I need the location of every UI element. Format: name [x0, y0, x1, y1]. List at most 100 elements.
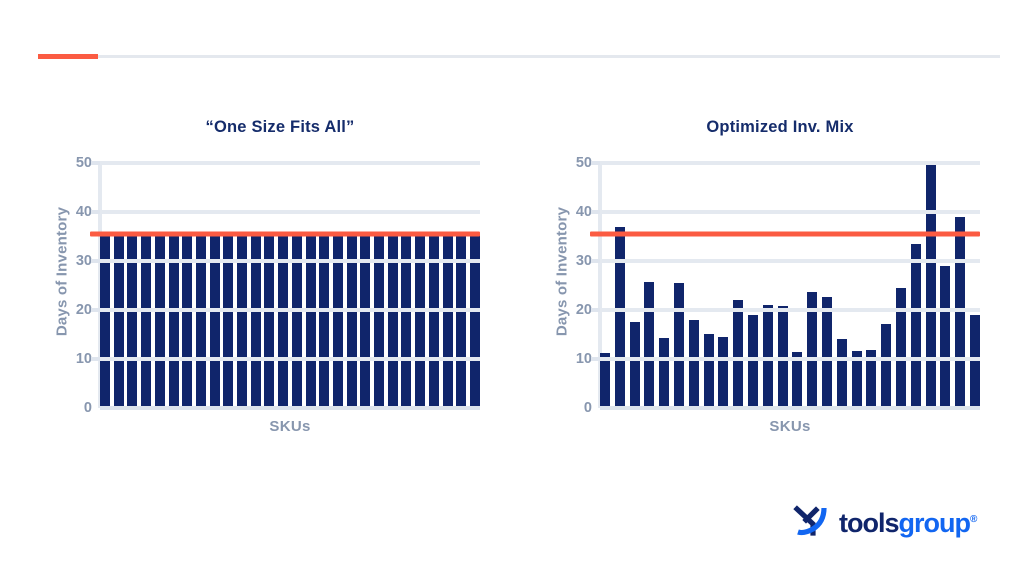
bar: [319, 234, 330, 408]
bar: [792, 351, 803, 408]
bar: [141, 234, 152, 408]
bar: [223, 234, 234, 408]
bar: [688, 319, 699, 408]
chart-optimized-inventory-mix: Optimized Inv. Mix Days of Inventory 0 10…: [530, 118, 1000, 458]
bar: [718, 337, 729, 408]
bar: [113, 234, 124, 408]
bar: [733, 300, 744, 408]
bar: [747, 314, 758, 408]
bar: [469, 234, 480, 408]
bar: [881, 323, 892, 408]
bar: [866, 349, 877, 408]
gridline: [600, 406, 980, 410]
bar: [428, 234, 439, 408]
header-accent-segment: [38, 54, 98, 59]
y-axis-tick-label: 20: [75, 302, 92, 318]
y-axis-tick-mark: [91, 259, 100, 263]
target-reference-line: [90, 231, 480, 237]
bar: [250, 234, 261, 408]
y-axis-tick-label: 30: [575, 253, 592, 269]
chart-title-right: Optimized Inv. Mix: [706, 118, 854, 136]
logo-word-group: group: [898, 508, 971, 538]
bar: [195, 234, 206, 408]
toolsgroup-wordmark: toolsgroup®: [839, 503, 977, 538]
y-axis-tick-mark: [591, 210, 600, 214]
gridline: [600, 308, 980, 312]
bar: [807, 291, 818, 408]
toolsgroup-logo: toolsgroup®: [793, 500, 993, 542]
y-axis-tick-mark: [91, 308, 100, 312]
y-axis-tick-label: 0: [83, 400, 92, 416]
bar: [374, 234, 385, 408]
bar: [401, 234, 412, 408]
bar: [182, 234, 193, 408]
logo-registered-mark: ®: [969, 514, 977, 525]
bar: [629, 322, 640, 408]
bar: [703, 333, 714, 408]
header-rule-line: [98, 55, 1000, 58]
bar: [659, 338, 670, 408]
bar: [969, 314, 980, 408]
gridline: [600, 161, 980, 165]
bars-left: [100, 163, 480, 408]
gridline: [600, 210, 980, 214]
bar: [614, 226, 625, 408]
y-axis-label-right: Days of Inventory: [553, 206, 571, 337]
y-axis-tick-mark: [91, 357, 100, 361]
gridline: [600, 357, 980, 361]
bar: [925, 163, 936, 408]
bar: [332, 234, 343, 408]
y-axis-tick-label: 20: [575, 302, 592, 318]
x-axis-label-right: SKUs: [769, 418, 811, 435]
bar: [821, 296, 832, 408]
bar: [442, 234, 453, 408]
y-axis-tick-mark: [91, 161, 100, 165]
bar: [895, 287, 906, 408]
logo-word-tools: tools: [839, 508, 899, 538]
plot-area-right: 0 10 20 30 40 50: [576, 155, 980, 416]
bar: [305, 234, 316, 408]
y-axis-tick-label: 10: [75, 351, 92, 367]
bar: [168, 234, 179, 408]
bar: [100, 234, 110, 408]
y-axis-tick-mark: [591, 357, 600, 361]
bar: [237, 234, 248, 408]
y-axis-tick-mark: [91, 210, 100, 214]
y-axis-tick-label: 0: [583, 400, 592, 416]
x-axis-label-left: SKUs: [269, 418, 311, 435]
bar: [851, 350, 862, 408]
y-axis-tick-label: 50: [75, 155, 92, 171]
bar: [278, 234, 289, 408]
bar: [264, 234, 275, 408]
bar: [346, 234, 357, 408]
bar: [673, 282, 684, 408]
bar: [955, 216, 966, 408]
gridline: [100, 308, 480, 312]
gridline: [100, 210, 480, 214]
bar: [127, 234, 138, 408]
bar: [600, 352, 610, 408]
bar: [762, 305, 773, 408]
bar: [387, 234, 398, 408]
bar: [291, 234, 302, 408]
gridline: [100, 406, 480, 410]
bar: [910, 243, 921, 408]
y-axis-tick-label: 10: [575, 351, 592, 367]
y-axis-tick-label: 50: [575, 155, 592, 171]
y-axis-tick-mark: [591, 259, 600, 263]
y-axis-tick-mark: [591, 308, 600, 312]
target-reference-line: [590, 231, 980, 237]
bar: [456, 234, 467, 408]
gridline: [600, 259, 980, 263]
gridline: [100, 259, 480, 263]
bar: [360, 234, 371, 408]
y-axis-tick-label: 40: [575, 204, 592, 220]
y-axis-tick-mark: [591, 161, 600, 165]
bar: [644, 281, 655, 408]
y-axis-tick-label: 30: [75, 253, 92, 269]
bar: [154, 234, 165, 408]
